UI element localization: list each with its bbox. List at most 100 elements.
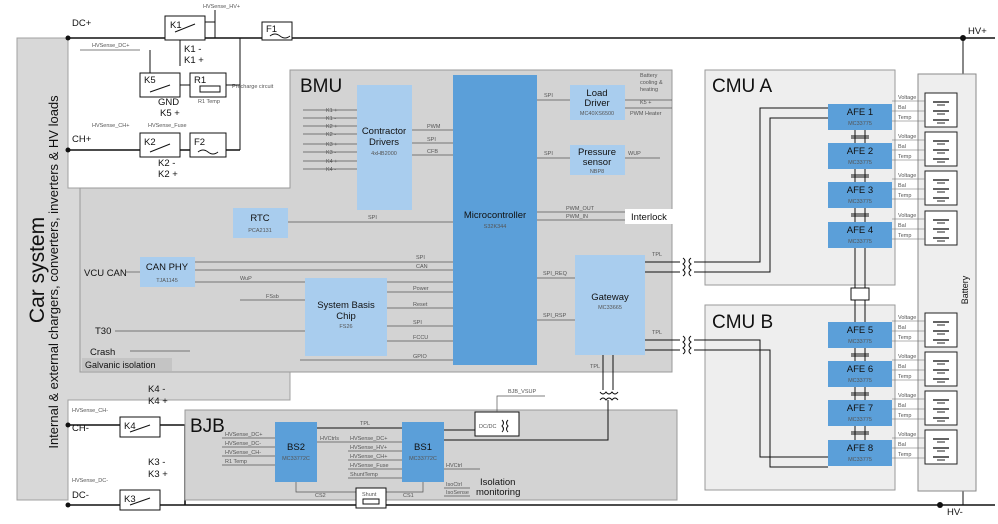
hv-plus-label: HV+ xyxy=(968,26,987,37)
svg-text:MC33775: MC33775 xyxy=(848,457,872,463)
sense-dc-minus-label: HVSense_DC- xyxy=(72,478,108,484)
fuse-f1: F1 xyxy=(261,21,293,41)
svg-text:K2 -: K2 - xyxy=(158,158,175,169)
afe-2: AFE 2 MC33775 xyxy=(828,143,892,169)
svg-text:TPL: TPL xyxy=(652,330,662,336)
svg-text:MC40XS6500: MC40XS6500 xyxy=(580,111,614,117)
svg-text:TPL: TPL xyxy=(652,252,662,258)
afe-signal-label: Bal xyxy=(898,223,906,229)
svg-text:AFE 6: AFE 6 xyxy=(847,364,873,375)
shunt-block xyxy=(355,487,387,509)
mcu-part: S32K344 xyxy=(484,224,507,230)
svg-text:HVSense_CH-: HVSense_CH- xyxy=(225,450,261,456)
svg-text:SPI: SPI xyxy=(427,137,436,143)
svg-text:K5 +: K5 + xyxy=(640,100,651,106)
afe-signal-label: Voltage xyxy=(898,315,916,321)
svg-text:K3 +: K3 + xyxy=(148,469,168,480)
svg-text:MC33775: MC33775 xyxy=(848,339,872,345)
svg-text:BJB_VSUP: BJB_VSUP xyxy=(508,389,536,395)
cmu-b-title: CMU B xyxy=(712,312,773,333)
svg-text:NBP8: NBP8 xyxy=(590,169,604,175)
afe-signal-label: Bal xyxy=(898,442,906,448)
svg-text:R1 Temp: R1 Temp xyxy=(198,99,220,105)
sbc-block xyxy=(305,278,387,356)
afe-signal-label: Voltage xyxy=(898,95,916,101)
afe-7: AFE 7 MC33775 xyxy=(828,400,892,426)
sense-ch-plus-label: HVSense_CH+ xyxy=(92,123,129,129)
svg-text:CAN PHY: CAN PHY xyxy=(146,262,189,273)
afe-signal-label: Bal xyxy=(898,105,906,111)
svg-text:WuP: WuP xyxy=(240,276,252,282)
afe-8: AFE 8 MC33775 xyxy=(828,440,892,466)
afe-signal-label: Voltage xyxy=(898,432,916,438)
mcu-name: Microcontroller xyxy=(464,210,526,221)
afe-signal-label: Bal xyxy=(898,325,906,331)
vcu-can-label: VCU CAN xyxy=(84,268,127,279)
svg-text:FSsb: FSsb xyxy=(266,294,279,300)
afe-1: AFE 1 MC33775 xyxy=(828,104,892,130)
afe-signal-label: Temp xyxy=(898,154,911,160)
svg-text:K2: K2 xyxy=(144,137,156,148)
k1-plus-label: K1 + xyxy=(184,55,204,66)
svg-text:CS2: CS2 xyxy=(315,493,326,499)
afe-signal-label: Bal xyxy=(898,144,906,150)
svg-text:K3: K3 xyxy=(124,494,136,505)
dc-minus-label: DC- xyxy=(72,490,89,501)
afe-signal-label: Bal xyxy=(898,403,906,409)
rtc-block xyxy=(233,208,288,238)
microcontroller-block xyxy=(453,75,537,365)
relay-k1: K1 HVSense_HV+ K1 - K1 + xyxy=(164,4,240,66)
sense-dc-plus-label: HVSense_DC+ xyxy=(92,43,129,49)
svg-text:HVSense_HV+: HVSense_HV+ xyxy=(203,4,240,10)
svg-text:TJA1145: TJA1145 xyxy=(156,278,178,284)
svg-text:K4 -: K4 - xyxy=(326,167,336,173)
tpl-transformer-b xyxy=(645,335,692,355)
resistor-r1: R1 R1 Temp Precharge circuit xyxy=(189,72,274,105)
svg-text:FCCU: FCCU xyxy=(413,335,428,341)
afe-6: AFE 6 MC33775 xyxy=(828,361,892,387)
afe-signal-label: Voltage xyxy=(898,213,916,219)
svg-text:R1: R1 xyxy=(194,75,206,86)
svg-text:MC33775: MC33775 xyxy=(848,417,872,423)
relay-k5: K5 GND K5 + xyxy=(139,72,181,119)
svg-text:TPL: TPL xyxy=(590,364,600,370)
svg-text:HVSense_DC+: HVSense_DC+ xyxy=(225,432,262,438)
cmu-a-title: CMU A xyxy=(712,76,773,97)
svg-text:HVSense_HV+: HVSense_HV+ xyxy=(350,445,387,451)
svg-text:CAN: CAN xyxy=(416,264,428,270)
svg-text:K5 +: K5 + xyxy=(160,108,180,119)
car-system-title: Car system xyxy=(26,217,49,323)
afe-signal-label: Temp xyxy=(898,115,911,121)
afe-signal-label: Temp xyxy=(898,335,911,341)
svg-text:MC33665: MC33665 xyxy=(598,305,622,311)
svg-text:PWM_OUT: PWM_OUT xyxy=(566,206,595,212)
afe-signal-label: Voltage xyxy=(898,173,916,179)
contractor-drivers-block xyxy=(357,85,412,210)
pressure-sensor-block xyxy=(570,145,625,175)
afe-signal-label: Bal xyxy=(898,364,906,370)
svg-text:BS2: BS2 xyxy=(287,442,305,453)
svg-text:HVSense_DC+: HVSense_DC+ xyxy=(350,436,387,442)
svg-text:MC33775: MC33775 xyxy=(848,199,872,205)
afe-signal-label: Temp xyxy=(898,233,911,239)
driver-outputs: K1 + K1 - K2 + K2 - K3 + K3 - K4 + K4 - xyxy=(303,108,357,173)
svg-text:HVSense_CH+: HVSense_CH+ xyxy=(350,454,387,460)
svg-text:K2 -: K2 - xyxy=(326,132,336,138)
svg-text:MC33772C: MC33772C xyxy=(282,456,310,462)
svg-text:GPIO: GPIO xyxy=(413,354,427,360)
hv-minus-label: HV- xyxy=(947,507,963,518)
dc-plus-label: DC+ xyxy=(72,18,92,29)
relay-k4: K4 K4 - K4 + xyxy=(119,384,168,438)
svg-text:BS1: BS1 xyxy=(414,442,432,453)
t30-label: T30 xyxy=(95,326,111,337)
contractor-drivers-part: 4xHB2000 xyxy=(371,151,397,157)
tpl-transformer-a xyxy=(645,257,692,277)
svg-text:WUP: WUP xyxy=(628,151,641,157)
svg-text:AFE 1: AFE 1 xyxy=(847,107,873,118)
afe-signal-label: Temp xyxy=(898,413,911,419)
